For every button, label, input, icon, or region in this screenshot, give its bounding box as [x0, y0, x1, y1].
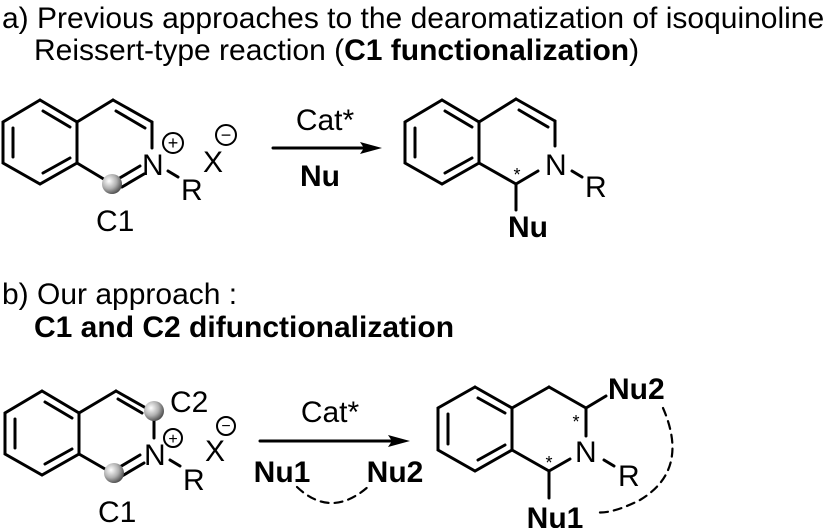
section-a-product-r-label: R	[585, 171, 607, 204]
section-b-arrow-above: Cat*	[301, 396, 360, 429]
section-b-arrowhead	[388, 435, 410, 447]
section-a-minus-charge-circle	[215, 124, 237, 146]
section-b-reactant-plus: +	[168, 431, 177, 448]
section-b-reactant-minus: −	[221, 418, 230, 435]
section-b-product-nu2-label: Nu2	[608, 373, 665, 406]
section-b-arrow-below-left: Nu1	[254, 456, 311, 489]
section-b-product-stereo-mark-2: *	[572, 412, 579, 432]
section-a-reactant-x-label: X	[203, 146, 223, 179]
section-b-tether-dashed	[295, 483, 372, 505]
section-a-plus-charge-circle	[162, 132, 184, 154]
section-a-product-n-label: N	[545, 149, 567, 182]
section-b-product-r-label: R	[618, 460, 640, 493]
section-a-product-nu-label: Nu	[508, 211, 548, 244]
section-b-product-bonds	[436, 385, 616, 500]
section-a-heading-line1: a) Previous approaches to the dearomatiz…	[2, 2, 824, 35]
section-a-arrow-below: Nu	[300, 160, 340, 193]
section-b-reactant-c1-label: C1	[98, 496, 136, 528]
section-b-c2-ball	[144, 401, 164, 421]
section-a-heading-prefix: Reissert-type reaction (	[34, 34, 345, 67]
section-b-c1-ball	[104, 463, 124, 483]
section-a-heading-suffix: )	[629, 34, 640, 67]
section-a-arrowhead	[360, 142, 382, 154]
section-a-reactant-plus: +	[168, 133, 179, 153]
section-a-reactant-n-label: N	[142, 149, 164, 182]
section-b-reactant-n-label: N	[144, 439, 166, 472]
section-b-heading-line1: b) Our approach :	[2, 278, 238, 311]
section-a-heading-bold: C1 functionalization	[344, 34, 630, 67]
section-b-reactant-x-label: X	[205, 435, 225, 468]
section-b-minus-charge-circle	[216, 416, 236, 436]
section-a-reactant-c1-label: C1	[96, 205, 134, 238]
section-b-plus-charge-circle	[163, 428, 183, 448]
section-b-reactant-c2-label: C2	[170, 386, 208, 419]
section-b-reactant-bonds	[3, 389, 182, 478]
section-b-product-tether-dashed	[593, 406, 674, 514]
section-a-reactant-minus: −	[221, 125, 232, 145]
section-a-reactant-r-label: R	[181, 174, 203, 207]
section-b-product-n-label: N	[575, 436, 597, 469]
section-b-product-stereo-mark-1: *	[545, 453, 552, 473]
section-b-product-nu1-label: Nu1	[527, 502, 584, 528]
section-b-heading-line2: C1 and C2 difunctionalization	[34, 311, 455, 344]
section-a-product-stereo-mark: *	[513, 165, 520, 185]
section-a-heading-line2: Reissert-type reaction (C1 functionaliza…	[34, 36, 639, 66]
section-b-arrow-below-right: Nu2	[367, 456, 424, 489]
section-a-product-bonds	[403, 97, 584, 212]
section-a-arrow-above: Cat*	[296, 104, 355, 137]
section-a-reactant-bonds	[1, 98, 180, 189]
section-a-c1-ball	[102, 174, 122, 194]
section-b-reactant-r-label: R	[183, 464, 205, 497]
